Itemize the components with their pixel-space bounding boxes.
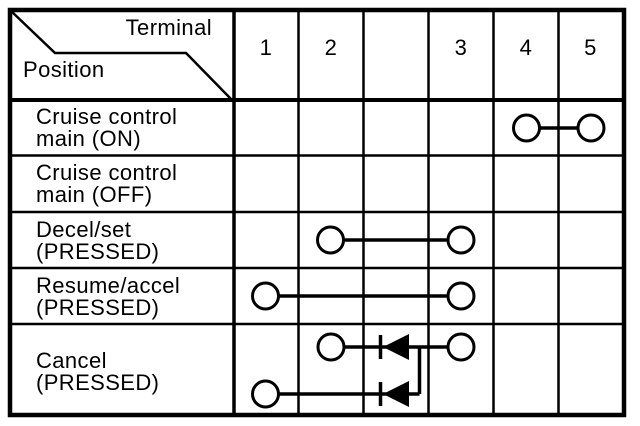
diode-icon-lower bbox=[378, 381, 409, 407]
connection-cancel bbox=[251, 332, 476, 409]
connection-resume-accel bbox=[251, 281, 476, 311]
row-label-resume-accel: Resume/accel (PRESSED) bbox=[36, 275, 180, 319]
terminal-header-4: 4 bbox=[519, 35, 533, 60]
contact-circle-terminal-2 bbox=[316, 225, 345, 255]
contact-circle-terminal-4 bbox=[512, 113, 541, 143]
row-label-line: main (ON) bbox=[36, 126, 142, 151]
row-label-line: Resume/accel bbox=[36, 273, 181, 298]
corner-position-label: Position bbox=[23, 57, 105, 82]
contact-circle-terminal-3 bbox=[446, 225, 476, 255]
row-label-line: main (OFF) bbox=[36, 182, 153, 207]
diode-triangle bbox=[383, 381, 409, 407]
row-label-line: Cruise control bbox=[36, 160, 178, 185]
contact-circle-terminal-1 bbox=[251, 379, 280, 409]
row-label-cancel: Cancel (PRESSED) bbox=[36, 350, 159, 394]
row-label-line: Decel/set bbox=[36, 217, 132, 242]
row-label-line: (PRESSED) bbox=[36, 295, 160, 320]
contact-circle-terminal-5 bbox=[576, 113, 606, 143]
connection-decel-set bbox=[316, 225, 476, 255]
diode-icon-upper bbox=[378, 334, 409, 360]
corner-diagonal-divider bbox=[9, 9, 232, 100]
row-label-decel-set: Decel/set (PRESSED) bbox=[36, 219, 159, 263]
grid-lines bbox=[8, 8, 626, 417]
contact-circle-terminal-1 bbox=[251, 281, 280, 311]
contact-circle-terminal-3 bbox=[446, 281, 476, 311]
terminal-header-blank bbox=[364, 37, 428, 61]
row-label-line: Cruise control bbox=[36, 104, 178, 129]
row-label-cruise-main-on: Cruise control main (ON) bbox=[36, 106, 177, 150]
contact-circle-terminal-2 bbox=[316, 332, 346, 362]
row-label-line: Cancel bbox=[36, 348, 107, 373]
corner-terminal-label: Terminal bbox=[125, 15, 212, 40]
diode-triangle bbox=[383, 334, 409, 360]
terminal-header-5: 5 bbox=[584, 35, 597, 60]
row-label-cruise-main-off: Cruise control main (OFF) bbox=[36, 162, 177, 206]
connection-cruise-main-on bbox=[512, 113, 606, 143]
terminal-header-1: 1 bbox=[259, 35, 273, 60]
terminal-header-2: 2 bbox=[324, 35, 338, 60]
contact-circle-terminal-3 bbox=[446, 332, 476, 362]
row-label-line: (PRESSED) bbox=[36, 370, 160, 395]
row-label-line: (PRESSED) bbox=[36, 239, 160, 264]
terminal-header-3: 3 bbox=[454, 35, 468, 60]
